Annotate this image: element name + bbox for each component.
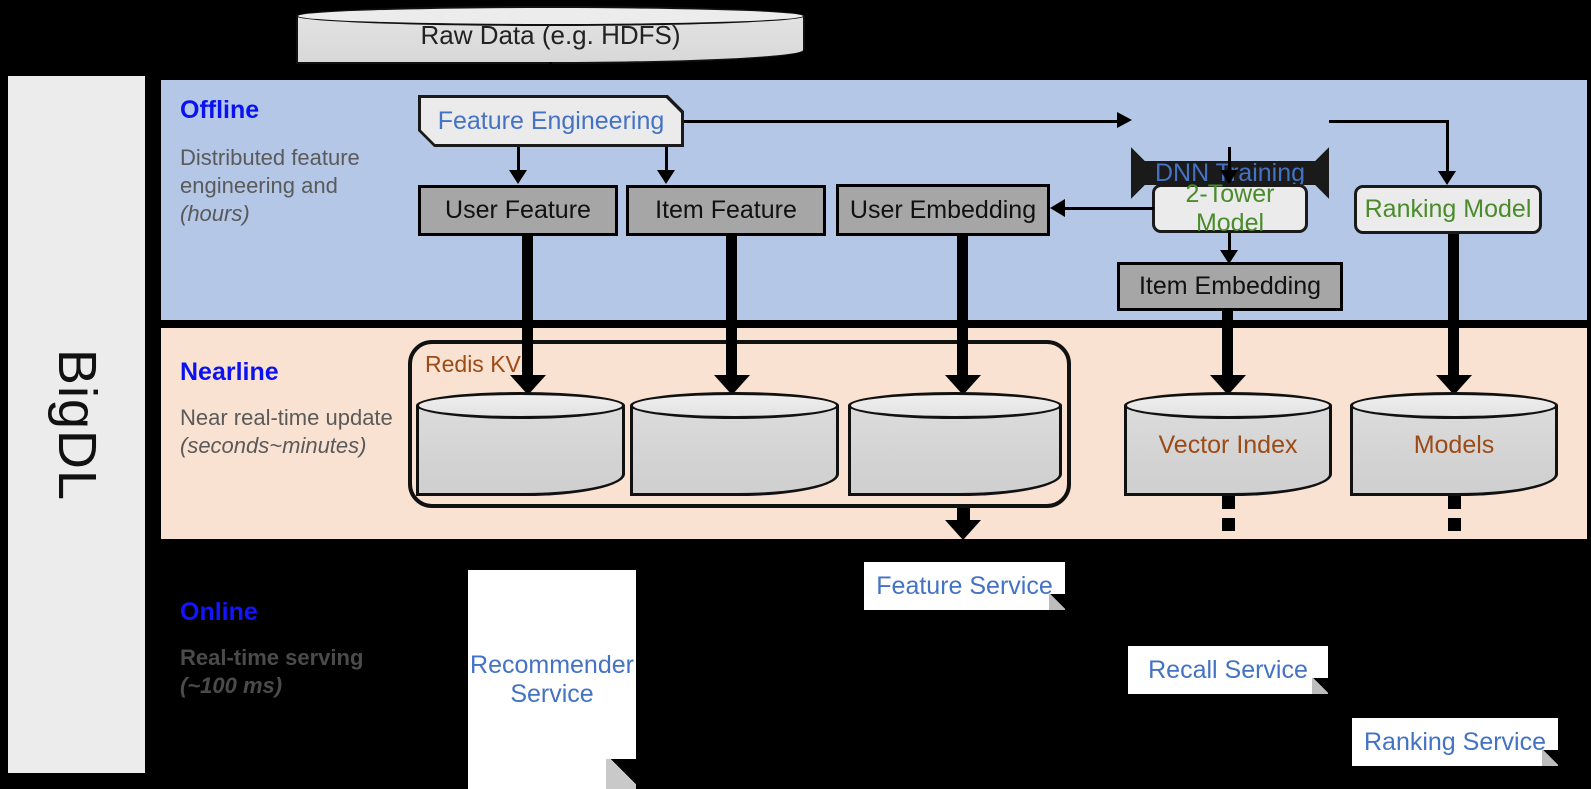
raw-data-label: Raw Data (e.g. HDFS): [420, 20, 681, 50]
feature-service-doc[interactable]: Feature Service: [864, 562, 1065, 610]
cylinder-top: [296, 6, 805, 26]
cylinder-top: [1350, 392, 1558, 419]
online-subtitle-em: (~100 ms): [180, 673, 283, 699]
cylinder-top: [630, 392, 839, 419]
dash-vectorindex-1: [1222, 496, 1235, 509]
item-feature-box[interactable]: Item Feature: [626, 185, 826, 236]
arrowhead-fe-to-itemfeature: [657, 170, 675, 184]
connector-fe-to-itemfeature: [665, 147, 668, 172]
arrowhead-userembedding-to-store3: [945, 375, 981, 395]
connector-dnn-to-ranking-h: [1329, 120, 1449, 123]
band-offline: [157, 76, 1591, 324]
offline-subtitle-text: Distributed feature engineering and: [180, 145, 360, 199]
online-title: Online: [180, 598, 258, 626]
ranking-model-box[interactable]: Ranking Model: [1354, 185, 1542, 234]
recall-service-label: Recall Service: [1148, 655, 1308, 684]
arrowhead-rankingmodel-to-models: [1436, 375, 1472, 395]
bigdl-label: BigDL: [46, 348, 107, 501]
cylinder-top: [1124, 392, 1332, 419]
online-subtitle-text: Real-time serving: [180, 645, 364, 670]
offline-subtitle: Distributed feature engineering and (hou…: [180, 144, 405, 228]
dash-redis-to-featureservice: [957, 508, 970, 521]
ranking-service-doc[interactable]: Ranking Service: [1352, 718, 1558, 766]
user-feature-label: User Feature: [445, 196, 591, 224]
offline-subtitle-em: (hours): [180, 201, 250, 227]
connector-dnn-to-ranking-v: [1446, 120, 1449, 173]
recommender-service-doc[interactable]: Recommender Service: [468, 570, 636, 789]
cylinder-body: [1350, 405, 1558, 496]
redis-store-1[interactable]: [416, 392, 625, 496]
ranking-service-label: Ranking Service: [1363, 727, 1547, 756]
redis-store-2[interactable]: [630, 392, 839, 496]
cylinder-body: [848, 405, 1062, 496]
arrowhead-twotower-to-itemembedding: [1220, 250, 1238, 264]
raw-data-cylinder: Raw Data (e.g. HDFS): [296, 6, 805, 64]
recall-service-doc[interactable]: Recall Service: [1128, 646, 1328, 694]
connector-userembedding-to-store3: [957, 236, 968, 381]
two-tower-model-label: 2-Tower Model: [1185, 179, 1275, 237]
arrowhead-dnn-to-ranking: [1438, 171, 1456, 185]
connector-userfeature-to-store1: [522, 236, 533, 381]
offline-title: Offline: [180, 96, 260, 124]
connector-dnn-to-twotower: [1228, 147, 1231, 172]
cylinder-body: [1124, 405, 1332, 496]
bigdl-rail: BigDL: [8, 76, 145, 773]
ranking-model-label: Ranking Model: [1364, 195, 1532, 223]
nearline-title: Nearline: [180, 358, 279, 386]
arrowhead-itemembedding-to-vectorindex: [1210, 375, 1246, 395]
connector-twotower-to-userembedding: [1064, 207, 1154, 210]
feature-engineering-label: Feature Engineering: [437, 106, 665, 135]
connector-rankingmodel-to-models: [1448, 234, 1459, 381]
item-embedding-label: Item Embedding: [1138, 272, 1322, 300]
connector-itemembedding-to-vectorindex: [1222, 311, 1233, 381]
dash-vectorindex-2: [1222, 518, 1235, 531]
arrowhead-twotower-to-userembedding: [1050, 199, 1065, 217]
dash-models-2: [1448, 518, 1461, 531]
vector-index-cylinder[interactable]: Vector Index: [1124, 392, 1332, 496]
recommender-service-label: Recommender Service: [470, 650, 634, 708]
connector-twotower-to-itemembedding: [1228, 233, 1231, 253]
online-subtitle: Real-time serving (~100 ms): [180, 644, 395, 700]
connector-fe-to-dnn: [684, 120, 1118, 123]
user-embedding-label: User Embedding: [849, 195, 1037, 224]
models-label: Models: [1413, 430, 1495, 459]
redis-kv-container: [408, 340, 1071, 508]
arrowhead-fe-to-userfeature: [509, 170, 527, 184]
item-feature-label: Item Feature: [655, 196, 797, 224]
vector-index-label: Vector Index: [1158, 430, 1298, 459]
connector-fe-to-userfeature: [517, 147, 520, 172]
user-feature-box[interactable]: User Feature: [418, 185, 618, 236]
arrowhead-fe-to-dnn: [1117, 112, 1132, 128]
cylinder-top: [416, 392, 625, 419]
arrowhead-redis-to-featureservice: [945, 520, 981, 540]
cylinder-top: [848, 392, 1062, 419]
connector-itemfeature-to-store2: [726, 236, 737, 381]
arrowhead-dnn-to-twotower: [1220, 170, 1238, 184]
cylinder-body: [416, 405, 625, 496]
dash-models-1: [1448, 496, 1461, 509]
models-cylinder[interactable]: Models: [1350, 392, 1558, 496]
user-embedding-box[interactable]: User Embedding: [836, 184, 1050, 236]
two-tower-model-box[interactable]: 2-Tower Model: [1152, 180, 1308, 237]
cylinder-body: [630, 405, 839, 496]
nearline-subtitle-em: (seconds~minutes): [180, 433, 367, 459]
nearline-subtitle: Near real-time update (seconds~minutes): [180, 404, 415, 460]
nearline-subtitle-text: Near real-time update: [180, 405, 393, 430]
feature-engineering-box[interactable]: Feature Engineering: [418, 95, 684, 147]
item-embedding-box[interactable]: Item Embedding: [1117, 262, 1343, 311]
arrowhead-itemfeature-to-store2: [714, 375, 750, 395]
arrowhead-userfeature-to-store1: [510, 375, 546, 395]
redis-kv-label: Redis KV: [425, 351, 521, 377]
feature-service-label: Feature Service: [876, 571, 1053, 600]
redis-store-3[interactable]: [848, 392, 1062, 496]
